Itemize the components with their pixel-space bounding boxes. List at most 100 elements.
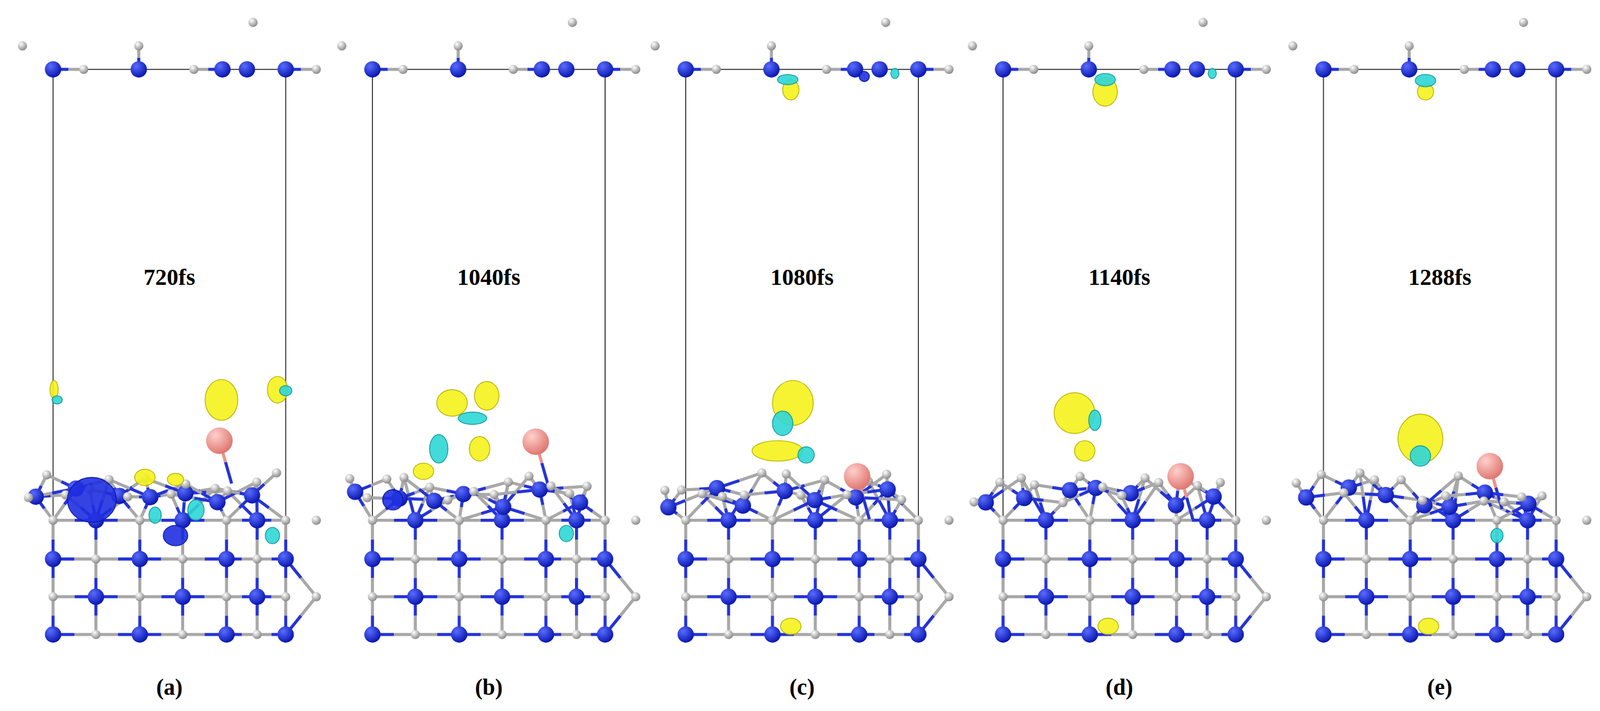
isosurface bbox=[1207, 68, 1217, 79]
atom bbox=[1441, 498, 1458, 515]
atom bbox=[362, 493, 372, 503]
atom bbox=[449, 61, 467, 78]
cell-box bbox=[685, 69, 919, 635]
atom bbox=[455, 485, 472, 503]
atom bbox=[1172, 592, 1182, 602]
panel-illustration bbox=[17, 17, 321, 643]
atom bbox=[252, 630, 262, 640]
atom bbox=[913, 592, 924, 602]
atom bbox=[767, 515, 778, 526]
atom bbox=[218, 626, 235, 643]
atom bbox=[524, 471, 534, 481]
atom bbox=[1227, 626, 1244, 643]
atom bbox=[711, 64, 721, 75]
atom bbox=[1400, 61, 1418, 78]
atom bbox=[998, 592, 1008, 602]
atom bbox=[1484, 61, 1501, 78]
isosurface bbox=[67, 477, 117, 523]
atom bbox=[1192, 481, 1203, 491]
atom bbox=[1547, 61, 1565, 78]
atom bbox=[1401, 626, 1419, 643]
atom bbox=[1041, 554, 1051, 565]
atom bbox=[766, 41, 776, 51]
atom bbox=[757, 468, 767, 478]
atom bbox=[810, 554, 820, 565]
atom bbox=[763, 61, 780, 78]
atom bbox=[493, 588, 511, 606]
atom bbox=[91, 554, 101, 565]
time-label: 1288fs bbox=[1408, 262, 1472, 291]
atom bbox=[131, 626, 148, 643]
atom bbox=[1361, 554, 1372, 565]
atom bbox=[998, 515, 1008, 526]
cell-box bbox=[1002, 69, 1236, 635]
isosurface bbox=[1088, 409, 1101, 431]
atom bbox=[1215, 477, 1225, 488]
atom bbox=[650, 41, 660, 51]
atom bbox=[1139, 64, 1149, 75]
atom bbox=[871, 61, 888, 78]
bond bbox=[225, 462, 232, 484]
atom bbox=[1417, 495, 1427, 505]
atom bbox=[503, 477, 514, 488]
atom bbox=[134, 592, 145, 602]
panel-letter: (c) bbox=[789, 673, 815, 700]
atom bbox=[17, 41, 28, 51]
atom bbox=[497, 554, 507, 565]
atom bbox=[174, 588, 191, 606]
atom bbox=[131, 550, 148, 567]
atom bbox=[568, 17, 578, 28]
atom bbox=[572, 630, 582, 640]
atom bbox=[1085, 592, 1095, 602]
isosurface bbox=[167, 473, 184, 486]
atom bbox=[346, 483, 364, 500]
panel-letter: (b) bbox=[474, 673, 503, 700]
atom bbox=[680, 515, 691, 526]
atom bbox=[407, 588, 424, 606]
atom bbox=[1016, 473, 1027, 483]
atom bbox=[764, 550, 781, 567]
atom bbox=[944, 64, 954, 75]
cell-box bbox=[1323, 69, 1556, 635]
isosurface bbox=[1097, 618, 1119, 635]
atom bbox=[994, 626, 1012, 643]
atom bbox=[1315, 550, 1332, 567]
atom bbox=[1401, 550, 1419, 567]
atom bbox=[821, 64, 831, 75]
atom bbox=[1041, 630, 1051, 640]
atom bbox=[410, 630, 420, 640]
atom bbox=[252, 554, 262, 565]
atom bbox=[781, 469, 792, 479]
atom bbox=[1080, 61, 1097, 78]
atom bbox=[677, 550, 694, 567]
atom bbox=[568, 511, 585, 529]
atom bbox=[88, 588, 105, 606]
atom bbox=[345, 474, 355, 484]
atom bbox=[806, 492, 823, 509]
atom bbox=[177, 630, 188, 640]
atom bbox=[739, 490, 749, 500]
atom bbox=[851, 626, 868, 643]
atom bbox=[1444, 588, 1462, 606]
isosurface bbox=[777, 74, 798, 86]
atom bbox=[1349, 64, 1359, 75]
atom bbox=[1128, 554, 1138, 565]
atom bbox=[881, 511, 898, 529]
isosurface bbox=[458, 412, 487, 425]
time-label: 1140fs bbox=[1088, 262, 1151, 291]
atom bbox=[776, 482, 793, 500]
isosurface bbox=[436, 389, 468, 417]
atom bbox=[767, 592, 778, 602]
atom bbox=[1205, 488, 1222, 505]
atom bbox=[166, 489, 177, 499]
adsorbate-atom bbox=[1476, 452, 1504, 480]
isosurface bbox=[1418, 618, 1439, 635]
atom bbox=[631, 64, 641, 75]
atom bbox=[1453, 471, 1463, 481]
isosurface bbox=[859, 71, 870, 82]
atom bbox=[842, 489, 852, 500]
atom bbox=[1261, 592, 1272, 602]
atom bbox=[1377, 487, 1394, 504]
atom bbox=[1124, 511, 1141, 529]
